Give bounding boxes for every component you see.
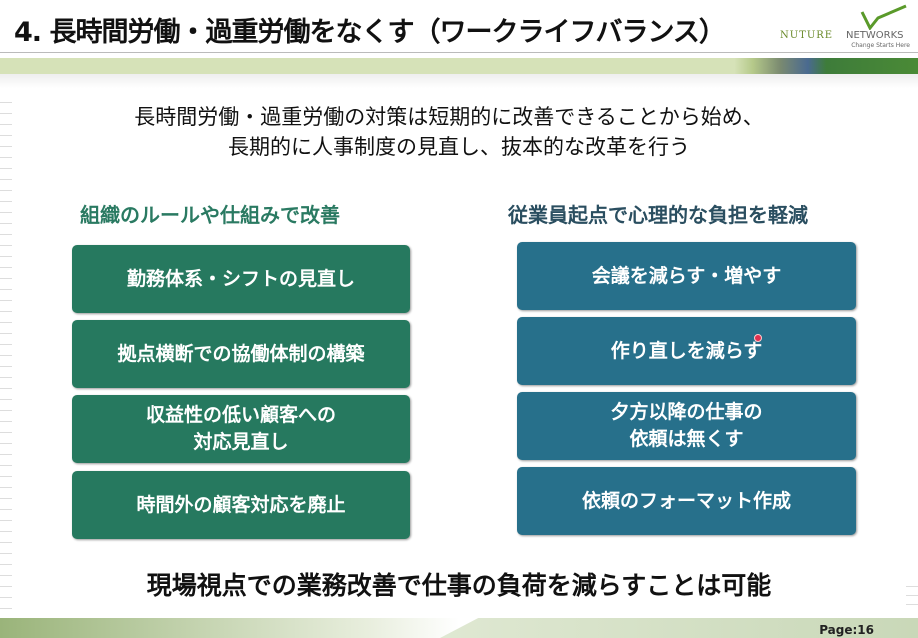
band-shadow xyxy=(0,74,918,88)
header-divider xyxy=(0,52,918,53)
conclusion-text: 現場視点での業務改善で仕事の負荷を減らすことは可能 xyxy=(146,571,772,600)
page-number: Page:16 xyxy=(819,623,874,637)
box-text: 会議を減らす・増やす xyxy=(591,264,782,287)
box-text: 夕方以降の仕事の xyxy=(610,401,763,423)
left-decoration xyxy=(0,92,12,612)
right-item-box: 依頼のフォーマット作成 xyxy=(517,467,856,535)
footer-band-right xyxy=(440,618,918,638)
left-item-box: 時間外の顧客対応を廃止 xyxy=(72,471,410,539)
lead-text: 長時間労働・過重労働の対策は短期的に改善できることから始め、 長期的に人事制度の… xyxy=(0,102,918,162)
lead-line-2: 長期的に人事制度の見直し、抜本的な改革を行う xyxy=(228,135,690,159)
lead-line-1: 長時間労働・過重労働の対策は短期的に改善できることから始め、 xyxy=(134,105,764,129)
logo-word2: NETWORKS xyxy=(846,30,904,41)
right-item-box: 夕方以降の仕事の依頼は無くす xyxy=(517,392,856,460)
box-text: 収益性の低い顧客への xyxy=(145,404,336,426)
box-text: 依頼は無くす xyxy=(629,428,744,450)
slide-title: 4. 長時間労働・過重労働をなくす（ワークライフバランス） xyxy=(14,17,726,48)
header-band xyxy=(0,58,918,74)
box-text: 拠点横断での協働体制の構築 xyxy=(117,342,365,365)
box-text: 対応見直し xyxy=(193,431,289,453)
logo-tagline: Change Starts Here xyxy=(851,42,910,49)
box-text: 勤務体系・シフトの見直し xyxy=(126,267,355,290)
left-item-box: 収益性の低い顧客への対応見直し xyxy=(72,395,410,463)
right-item-box: 会議を減らす・増やす xyxy=(517,242,856,310)
box-text: 作り直しを減らす xyxy=(610,339,763,362)
right-heading: 従業員起点で心理的な負担を軽減 xyxy=(508,203,808,227)
left-item-box: 勤務体系・シフトの見直し xyxy=(72,245,410,313)
logo-word1: NUTURE xyxy=(780,30,834,41)
box-text: 依頼のフォーマット作成 xyxy=(581,489,791,512)
left-heading: 組織のルールや仕組みで改善 xyxy=(80,203,340,227)
left-item-box: 拠点横断での協働体制の構築 xyxy=(72,320,410,388)
company-logo: NUTURE NETWORKS Change Starts Here xyxy=(780,4,910,50)
right-item-box: 作り直しを減らす xyxy=(517,317,856,385)
laser-pointer-dot xyxy=(754,334,762,342)
check-swoosh-icon xyxy=(860,4,907,30)
box-text: 時間外の顧客対応を廃止 xyxy=(136,493,346,516)
right-decoration xyxy=(906,578,918,608)
